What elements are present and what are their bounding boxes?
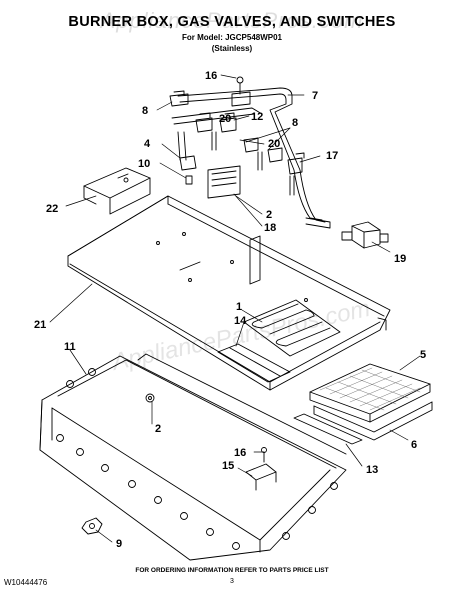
filter-mesh <box>319 367 421 411</box>
callout-22: 22 <box>46 203 58 215</box>
callout-1: 1 <box>236 301 242 313</box>
callout-8-left: 8 <box>142 105 148 117</box>
trim-strip <box>293 413 363 445</box>
callout-20-top: 20 <box>219 113 231 125</box>
callout-9: 9 <box>116 538 122 550</box>
callout-13: 13 <box>366 464 378 476</box>
heat-shield-bracket <box>83 167 151 215</box>
callout-21: 21 <box>34 319 46 331</box>
gas-manifold-assembly <box>169 76 331 229</box>
callout-4: 4 <box>144 138 151 150</box>
pressure-regulator <box>341 221 389 249</box>
callout-14: 14 <box>234 315 247 327</box>
burner-box-lower <box>39 353 347 561</box>
doc-number: W10444476 <box>4 578 48 587</box>
burner-box-upper <box>67 195 391 391</box>
burner-element <box>217 299 341 383</box>
callout-6: 6 <box>411 439 417 451</box>
page-number: 3 <box>230 578 234 585</box>
callout-18: 18 <box>264 222 276 234</box>
callout-20-right: 20 <box>268 138 280 150</box>
callout-15: 15 <box>222 460 234 472</box>
callout-labels: 16 7 8 20 12 8 4 20 17 10 22 2 18 19 1 1… <box>34 70 426 550</box>
finish-line: (Stainless) <box>211 44 253 53</box>
callout-11: 11 <box>64 341 76 353</box>
callout-5: 5 <box>420 349 426 361</box>
leader-lines <box>49 74 421 543</box>
callout-19: 19 <box>394 253 406 265</box>
callout-17: 17 <box>326 150 338 162</box>
ordering-note: FOR ORDERING INFORMATION REFER TO PARTS … <box>135 567 329 574</box>
callout-10: 10 <box>138 158 150 170</box>
callout-7: 7 <box>312 90 318 102</box>
callout-2-top: 2 <box>266 209 272 221</box>
callout-16-top: 16 <box>205 70 217 82</box>
callout-2-lower: 2 <box>155 423 161 435</box>
hex-nut <box>81 517 103 535</box>
model-line: For Model: JGCP548WP01 <box>181 33 283 42</box>
callout-12: 12 <box>251 111 263 123</box>
watermark-top: AppliancePartsPros.com <box>100 8 364 33</box>
diagram-title: BURNER BOX, GAS VALVES, AND SWITCHES <box>68 14 396 30</box>
grease-filter <box>309 363 433 441</box>
callout-16-lower: 16 <box>234 447 246 459</box>
callout-8-right: 8 <box>292 117 298 129</box>
